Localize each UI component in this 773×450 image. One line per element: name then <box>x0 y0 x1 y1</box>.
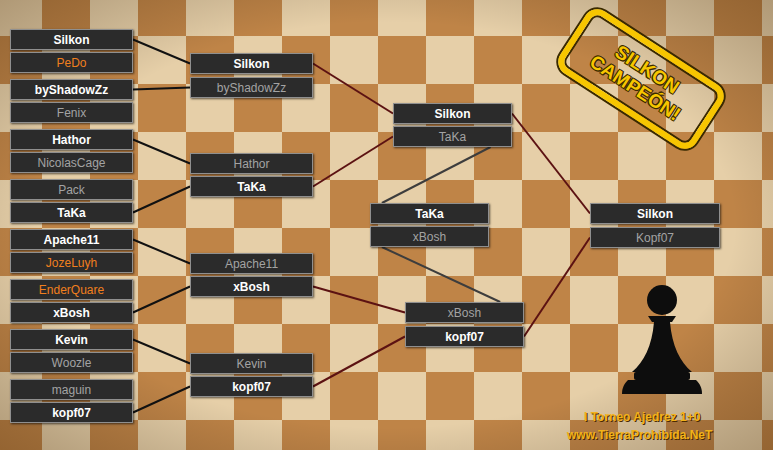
bracket-connector <box>133 40 190 64</box>
player-name: Kevin <box>55 333 88 347</box>
pawn-icon <box>622 285 702 394</box>
bracket-connector <box>382 247 500 302</box>
player-box: Kevin <box>190 353 313 374</box>
player-name: Hathor <box>233 157 269 171</box>
website-url: www.TierraProhibida.NeT <box>567 428 712 442</box>
player-name: PeDo <box>56 56 86 70</box>
player-box: Apache11 <box>10 229 133 250</box>
player-box: byShadowZz <box>10 79 133 100</box>
player-box: Silkon <box>393 103 512 124</box>
player-box: Silkon <box>190 53 313 74</box>
player-name: TaKa <box>57 206 85 220</box>
player-box: TaKa <box>10 202 133 223</box>
player-box: Kopf07 <box>590 227 720 248</box>
player-box: xBosh <box>405 302 524 323</box>
bracket-connector <box>133 187 190 213</box>
player-box: Woozle <box>10 352 133 373</box>
bracket-connector <box>524 238 590 337</box>
bracket-connector <box>133 387 190 413</box>
bracket-connector <box>133 240 190 264</box>
bracket-connector <box>512 114 590 214</box>
bracket-connector <box>313 287 405 313</box>
player-box: TaKa <box>370 203 489 224</box>
bracket-connector <box>313 137 393 187</box>
bracket-connector <box>313 337 405 387</box>
player-box: Hathor <box>190 153 313 174</box>
bracket-connector <box>133 88 190 90</box>
footer-text: I Torneo Ajedrez 1+0 <box>584 410 700 424</box>
player-name: EnderQuare <box>39 283 104 297</box>
player-name: Silkon <box>53 33 89 47</box>
player-box: kopf07 <box>405 326 524 347</box>
footer-text: www.TierraProhibida.NeT <box>567 428 712 442</box>
player-name: Kopf07 <box>636 231 674 245</box>
player-name: TaKa <box>415 207 443 221</box>
player-name: Woozle <box>52 356 92 370</box>
player-box: Apache11 <box>190 253 313 274</box>
player-name: byShadowZz <box>217 81 286 95</box>
bracket-connector <box>133 287 190 313</box>
player-name: Fenix <box>57 106 86 120</box>
player-name: Silkon <box>434 107 470 121</box>
player-box: kopf07 <box>190 376 313 397</box>
player-name: TaKa <box>439 130 466 144</box>
bracket-connector <box>313 64 393 114</box>
player-box: Kevin <box>10 329 133 350</box>
player-name: kopf07 <box>232 380 271 394</box>
player-box: maguin <box>10 379 133 400</box>
player-name: Apache11 <box>225 257 278 271</box>
player-box: PeDo <box>10 52 133 73</box>
player-name: byShadowZz <box>35 83 108 97</box>
player-name: xBosh <box>413 230 446 244</box>
bracket-connector <box>133 140 190 164</box>
player-box: xBosh <box>370 226 489 247</box>
player-name: NicolasCage <box>37 156 105 170</box>
player-name: Kevin <box>236 357 266 371</box>
player-box: NicolasCage <box>10 152 133 173</box>
player-name: Pack <box>58 183 85 197</box>
player-name: Silkon <box>637 207 673 221</box>
player-box: Hathor <box>10 129 133 150</box>
bracket-connector <box>133 340 190 364</box>
player-box: Silkon <box>590 203 720 224</box>
player-box: JozeLuyh <box>10 252 133 273</box>
player-box: kopf07 <box>10 402 133 423</box>
player-name: kopf07 <box>52 406 91 420</box>
player-box: EnderQuare <box>10 279 133 300</box>
player-box: byShadowZz <box>190 77 313 98</box>
player-box: Fenix <box>10 102 133 123</box>
player-box: TaKa <box>190 176 313 197</box>
player-name: Apache11 <box>43 233 99 247</box>
player-name: xBosh <box>53 306 90 320</box>
tournament-name: I Torneo Ajedrez 1+0 <box>584 410 700 424</box>
player-name: TaKa <box>237 180 265 194</box>
player-name: Hathor <box>52 133 91 147</box>
player-name: xBosh <box>233 280 270 294</box>
player-name: Silkon <box>233 57 269 71</box>
player-box: xBosh <box>190 276 313 297</box>
player-box: Silkon <box>10 29 133 50</box>
player-name: xBosh <box>448 306 481 320</box>
player-name: JozeLuyh <box>46 256 97 270</box>
player-name: maguin <box>52 383 91 397</box>
player-name: kopf07 <box>445 330 484 344</box>
player-box: xBosh <box>10 302 133 323</box>
player-box: TaKa <box>393 126 512 147</box>
bracket-connector <box>382 147 491 203</box>
player-box: Pack <box>10 179 133 200</box>
